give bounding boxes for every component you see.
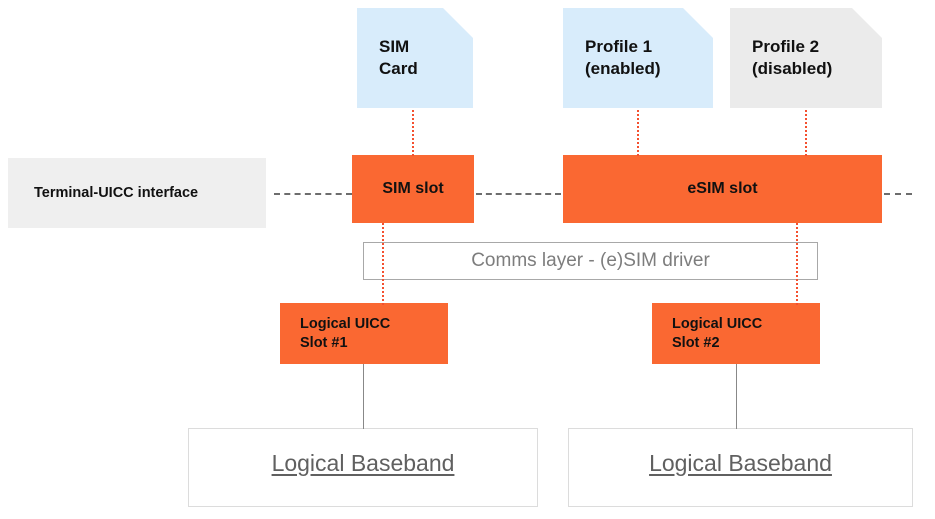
sim-card-label: SIM Card (379, 37, 418, 78)
connector-sim-card-to-sim-slot (412, 110, 414, 156)
profile-1-node[interactable]: Profile 1 (enabled) (563, 8, 713, 108)
interface-bus-dash-right (884, 193, 912, 195)
logical-baseband-1-node[interactable]: Logical Baseband (188, 428, 538, 507)
connector-logical-uicc-2-to-baseband-2 (736, 364, 737, 429)
interface-bus-dash-middle (476, 193, 561, 195)
logical-uicc-slot-1-node[interactable]: Logical UICC Slot #1 (280, 303, 448, 364)
esim-slot-node[interactable]: eSIM slot (563, 155, 882, 223)
logical-baseband-2-node[interactable]: Logical Baseband (568, 428, 913, 507)
sim-slot-node[interactable]: SIM slot (352, 155, 474, 223)
terminal-uicc-interface-node: Terminal-UICC interface (8, 158, 266, 228)
profile-2-label: Profile 2 (disabled) (752, 37, 833, 78)
profile-2-node[interactable]: Profile 2 (disabled) (730, 8, 882, 108)
sim-slot-label: SIM slot (382, 179, 444, 197)
terminal-uicc-interface-label: Terminal-UICC interface (34, 184, 199, 201)
logical-uicc-slot-1-label: Logical UICC Slot #1 (300, 315, 391, 351)
connector-esim-slot-to-logical-uicc-2 (796, 223, 798, 305)
logical-baseband-2-label: Logical Baseband (649, 450, 832, 476)
esim-slot-label: eSIM slot (687, 179, 758, 197)
profile-1-label: Profile 1 (enabled) (585, 37, 661, 78)
comms-layer-label: Comms layer - (e)SIM driver (471, 249, 710, 271)
interface-bus-dash-left (274, 193, 352, 195)
logical-baseband-1-label: Logical Baseband (271, 450, 455, 476)
connector-logical-uicc-1-to-baseband-1 (363, 364, 364, 429)
logical-uicc-slot-2-node[interactable]: Logical UICC Slot #2 (652, 303, 820, 364)
logical-uicc-slot-2-label: Logical UICC Slot #2 (672, 315, 763, 351)
connector-sim-slot-to-logical-uicc-1 (382, 223, 384, 305)
connector-profile-2-to-esim-slot (805, 110, 807, 156)
connector-profile-1-to-esim-slot (637, 110, 639, 156)
comms-layer-node: Comms layer - (e)SIM driver (363, 242, 818, 280)
sim-card-node[interactable]: SIM Card (357, 8, 473, 108)
